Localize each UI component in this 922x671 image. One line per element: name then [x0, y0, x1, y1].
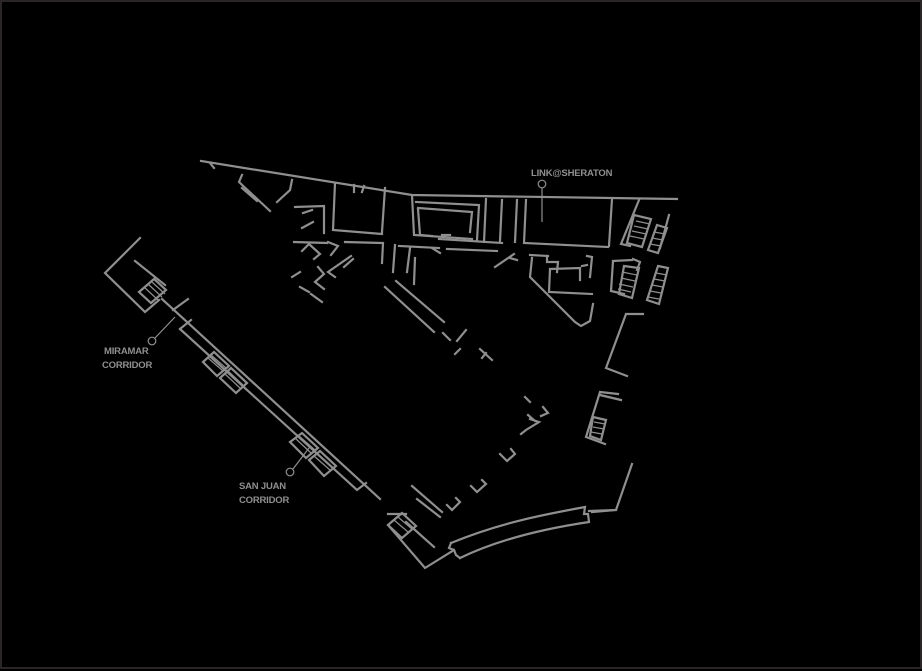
san-juan-marker-icon: [285, 467, 295, 477]
label-markers: [147, 179, 547, 477]
miramar-corridor-label-line2[interactable]: CORRIDOR: [102, 360, 153, 371]
northeast-stairs: [609, 198, 671, 306]
west-diagonal-corridor: [103, 236, 456, 570]
miramar-marker-icon: [147, 336, 157, 346]
link-sheraton-label[interactable]: LINK@SHERATON: [531, 168, 613, 179]
link-sheraton-marker-icon: [537, 179, 547, 189]
miramar-corridor-label-line1[interactable]: MIRAMAR: [104, 346, 149, 357]
link-sheraton-block: [493, 252, 595, 328]
inner-row-walls: [290, 240, 499, 362]
south-curved-corridor: [447, 505, 618, 560]
interior-partitions: [410, 395, 550, 519]
north-wing-walls: [199, 159, 679, 249]
san-juan-corridor-label-line1[interactable]: SAN JUAN: [239, 481, 287, 492]
san-juan-corridor-label-line2[interactable]: CORRIDOR: [239, 495, 290, 506]
east-wing-walls: [584, 312, 645, 514]
